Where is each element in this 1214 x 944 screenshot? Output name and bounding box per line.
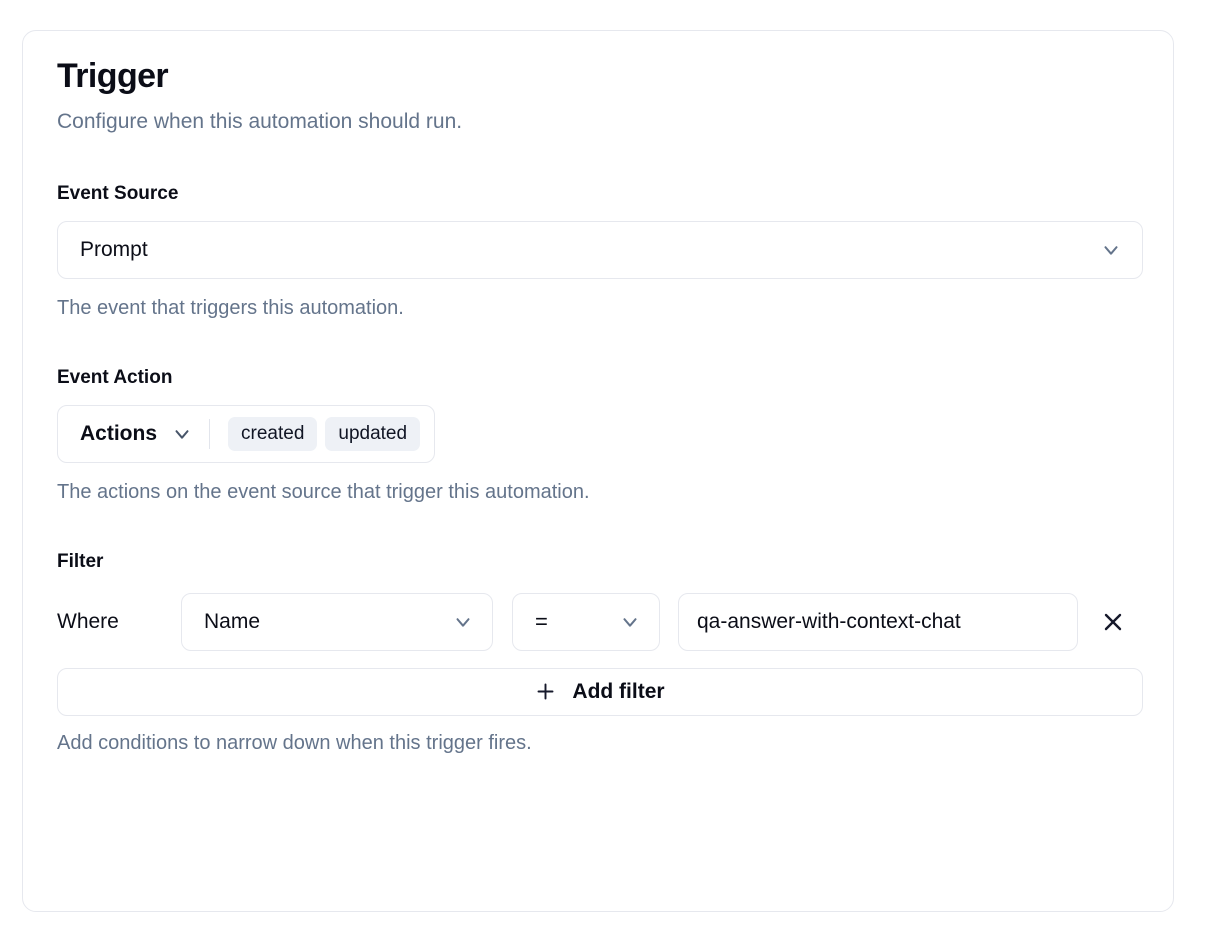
filter-section: Filter Where Name =	[57, 550, 1143, 756]
event-action-chip-list: created updated	[228, 416, 421, 451]
filter-value-input[interactable]: qa-answer-with-context-chat	[678, 592, 1078, 651]
event-action-section: Event Action Actions created updated T	[57, 367, 1139, 505]
event-action-chip[interactable]: created	[228, 416, 318, 451]
combo-divider	[209, 418, 211, 449]
filter-row: Where Name =	[57, 592, 1139, 651]
page-title: Trigger	[57, 57, 169, 95]
event-source-label: Event Source	[57, 183, 179, 205]
chevron-down-icon	[1100, 239, 1122, 261]
filter-operator-select[interactable]: =	[512, 592, 660, 651]
page-subtitle: Configure when this automation should ru…	[57, 110, 463, 134]
chevron-down-icon	[619, 611, 641, 633]
add-filter-label: Add filter	[572, 679, 665, 703]
where-label: Where	[57, 609, 119, 633]
event-action-dropdown-trigger[interactable]: Actions	[80, 422, 193, 446]
remove-filter-button[interactable]	[1094, 603, 1132, 641]
event-source-helper: The event that triggers this automation.	[57, 297, 404, 320]
filter-helper: Add conditions to narrow down when this …	[57, 731, 532, 754]
chevron-down-icon	[171, 423, 193, 445]
event-action-label: Event Action	[57, 367, 173, 389]
event-action-dropdown-label: Actions	[80, 421, 158, 445]
filter-field-value: Name	[204, 609, 261, 633]
filter-value-text: qa-answer-with-context-chat	[697, 609, 961, 633]
event-source-value: Prompt	[80, 238, 148, 262]
filter-label: Filter	[57, 550, 104, 572]
event-action-combo: Actions created updated	[57, 404, 436, 463]
event-source-select[interactable]: Prompt	[57, 221, 1143, 280]
event-action-chip[interactable]: updated	[325, 416, 421, 451]
chevron-down-icon	[452, 611, 474, 633]
add-filter-button[interactable]: Add filter	[57, 667, 1143, 716]
event-action-helper: The actions on the event source that tri…	[57, 480, 590, 503]
close-icon	[1101, 610, 1125, 634]
event-source-section: Event Source Prompt The event that trigg…	[57, 183, 1143, 321]
trigger-card: Trigger Configure when this automation s…	[22, 30, 1174, 912]
filter-field-select[interactable]: Name	[181, 592, 493, 651]
filter-operator-value: =	[535, 608, 548, 634]
plus-icon	[535, 681, 556, 702]
